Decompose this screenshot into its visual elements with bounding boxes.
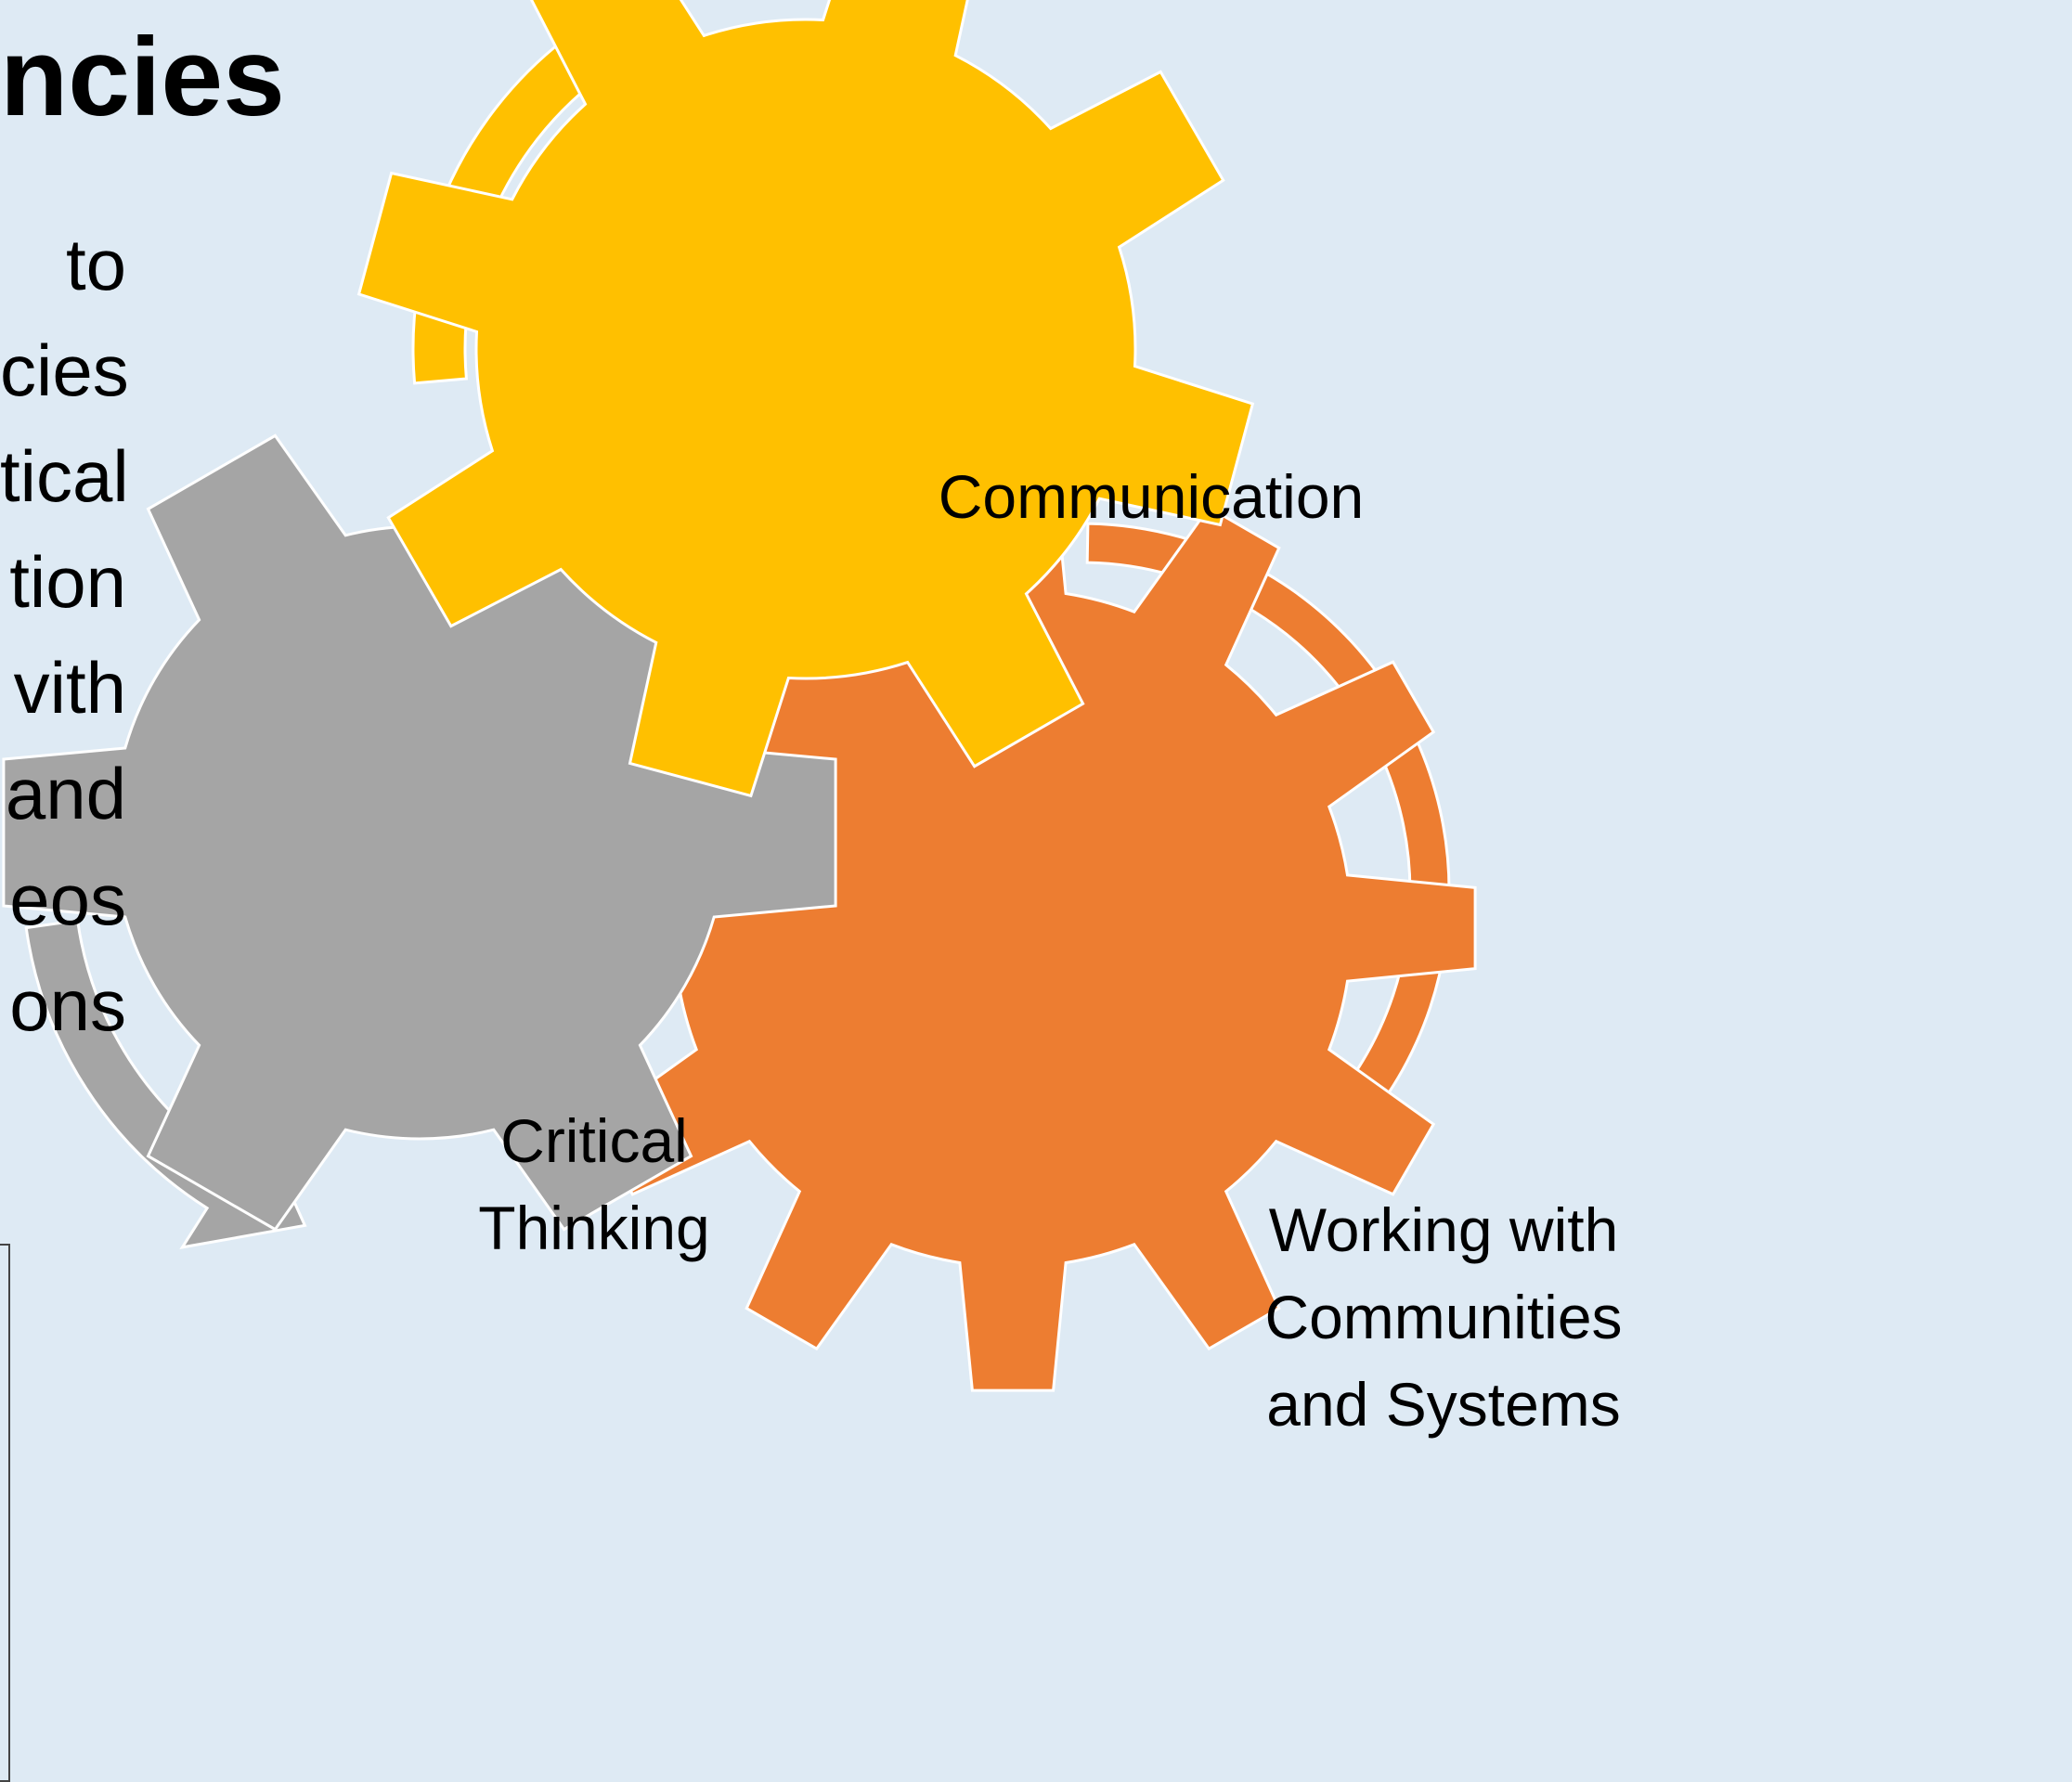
body-line: ons xyxy=(9,964,126,1046)
body-line: tion xyxy=(9,541,126,623)
body-text-fragment: to cies tical tion vith and eos ons xyxy=(0,212,126,1058)
gear-label-line: Critical xyxy=(500,1106,688,1175)
side-panel-edge xyxy=(0,1244,10,1782)
gear-label-line: Communication xyxy=(938,462,1365,531)
body-line: cies xyxy=(0,329,126,411)
body-line: tical xyxy=(0,435,126,517)
gear-label-line: and Systems xyxy=(1266,1370,1621,1439)
gear-label-line: Working with xyxy=(1268,1195,1619,1264)
body-line: and xyxy=(5,753,126,834)
gear-label-critical-thinking: Critical Thinking xyxy=(306,1097,882,1272)
slide-title-fragment: ncies xyxy=(0,15,285,139)
gear-communication xyxy=(356,0,1255,798)
gear-label-working-with-communities: Working with Communities and Systems xyxy=(1142,1186,1745,1448)
body-line: eos xyxy=(9,859,126,940)
gear-label-communication: Communication xyxy=(798,453,1504,540)
body-line: vith xyxy=(13,647,126,729)
gear-label-line: Communities xyxy=(1264,1283,1623,1351)
gear-label-line: Thinking xyxy=(478,1194,710,1262)
body-line: to xyxy=(65,224,126,305)
